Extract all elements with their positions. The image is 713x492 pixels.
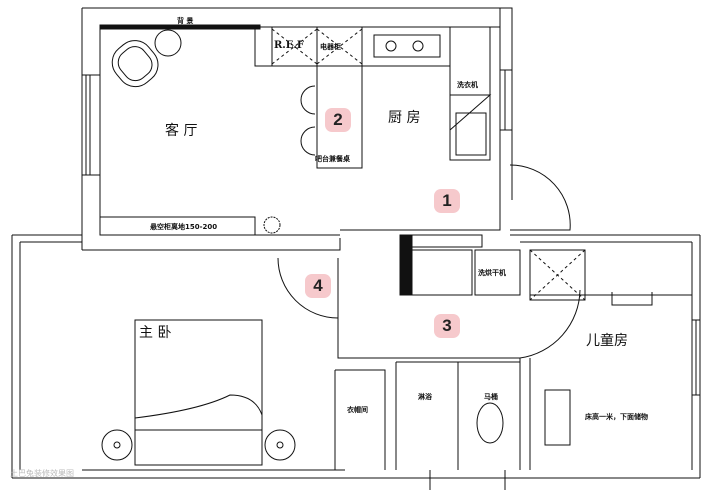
washer-dryer-label: 洗烘干机 (478, 269, 506, 277)
marker-2: 2 (325, 108, 351, 132)
background-wall-mark (99, 24, 261, 30)
living-room-label: 客 厅 (165, 123, 198, 139)
kids-room-label: 儿童房 (586, 333, 628, 349)
fridge-label: R.E.F (274, 40, 304, 51)
watermark: 土巴兔装修效果图 (10, 469, 74, 478)
shower-label: 淋浴 (418, 393, 432, 401)
background-wall-label: 背 景 (177, 17, 194, 25)
toilet-label: 马桶 (484, 393, 498, 401)
kids-bed-note: 床高一米，下面储物 (585, 413, 648, 421)
hanging-cabinet-label: 悬空柜离地150-200 (150, 223, 218, 231)
marker-1: 1 (434, 189, 460, 213)
cloakroom-label: 衣帽间 (347, 406, 368, 414)
marker-3: 3 (434, 314, 460, 338)
marker-4: 4 (305, 274, 331, 298)
washing-machine-label: 洗衣机 (457, 81, 478, 89)
kitchen-label: 厨 房 (388, 110, 421, 126)
appliance-cabinet-label: 电器柜 (320, 43, 341, 51)
bar-table-label: 吧台兼餐桌 (315, 155, 350, 163)
master-bedroom-label: 主 卧 (139, 325, 172, 341)
